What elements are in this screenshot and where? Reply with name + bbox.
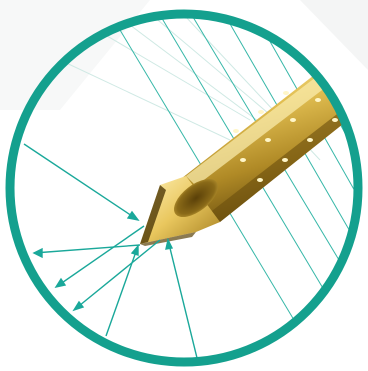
wire (330, 60, 368, 90)
flow-arrows (24, 144, 198, 362)
